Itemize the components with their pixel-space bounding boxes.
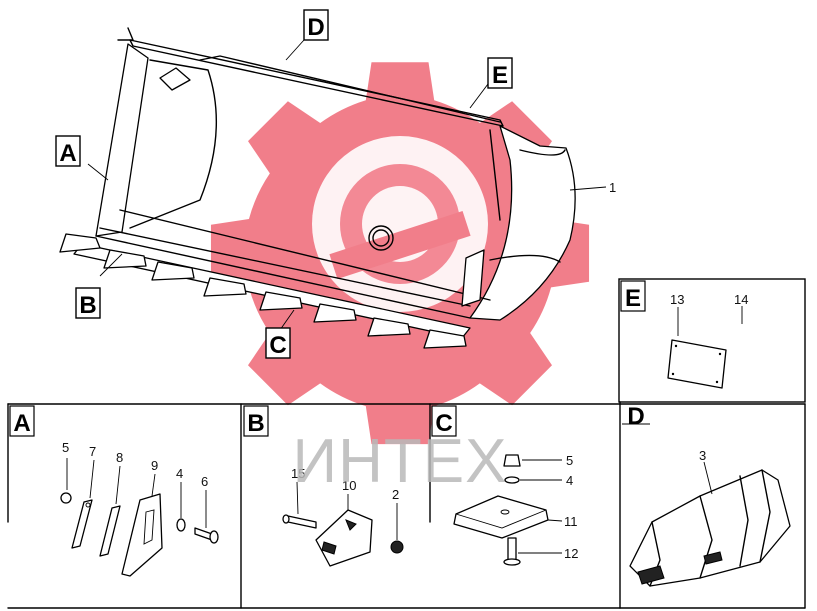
- svg-text:4: 4: [566, 473, 573, 488]
- svg-text:B: B: [79, 292, 96, 319]
- svg-text:10: 10: [342, 478, 356, 493]
- svg-text:2: 2: [392, 487, 399, 502]
- svg-text:D: D: [307, 14, 324, 41]
- svg-text:C: C: [435, 410, 452, 437]
- svg-text:3: 3: [699, 448, 706, 463]
- link-part-7: [71, 499, 93, 549]
- callout-D: D: [303, 9, 329, 41]
- svg-text:5: 5: [62, 440, 69, 455]
- watermark-text: ИНТЕХ: [293, 427, 508, 496]
- plate-part-11: [453, 495, 549, 539]
- svg-text:8: 8: [116, 450, 123, 465]
- svg-text:D: D: [627, 403, 644, 430]
- svg-text:12: 12: [564, 546, 578, 561]
- callout-B: B: [75, 287, 101, 319]
- washer-part-4: [176, 518, 186, 532]
- svg-text:7: 7: [89, 444, 96, 459]
- nut-part-5c: [503, 454, 521, 467]
- callout-A: A: [55, 135, 81, 167]
- main-callout-leaders: [87, 39, 607, 331]
- wearblock-part-9: [121, 493, 163, 577]
- svg-text:4: 4: [176, 466, 183, 481]
- svg-text:E: E: [492, 62, 508, 89]
- svg-text:14: 14: [734, 292, 748, 307]
- svg-text:E: E: [625, 285, 641, 312]
- panel-D: D 3: [622, 403, 791, 587]
- svg-text:5: 5: [566, 453, 573, 468]
- bucket-part-3: [629, 469, 791, 587]
- watermark-gear-icon: [210, 62, 590, 445]
- bucket-assembly: [59, 27, 576, 349]
- link-part-8: [99, 505, 121, 557]
- svg-text:13: 13: [670, 292, 684, 307]
- svg-text:6: 6: [201, 474, 208, 489]
- plate-part-13: [667, 339, 727, 389]
- panel-A: A 5 7 8 9 4 6: [9, 405, 219, 577]
- callout-E: E: [487, 57, 513, 89]
- panel-B: B 15 10 2: [243, 405, 404, 567]
- svg-text:A: A: [59, 140, 76, 167]
- svg-text:C: C: [269, 332, 286, 359]
- bucket-teeth: [59, 233, 467, 349]
- pin-part-15: [287, 515, 317, 529]
- svg-text:11: 11: [564, 514, 578, 529]
- nut-part-5: [60, 492, 72, 504]
- bolt-part-12: [507, 537, 517, 561]
- bottom-panels-frame: [7, 401, 806, 609]
- panel-C: C 5 4 11 12: [431, 405, 578, 566]
- panel-E: E 13 14: [618, 278, 806, 403]
- svg-text:A: A: [13, 410, 30, 437]
- washer-part-4c: [504, 476, 520, 484]
- callout-C: C: [265, 327, 291, 359]
- retainer-part-2: [390, 540, 404, 554]
- svg-text:B: B: [247, 410, 264, 437]
- svg-text:9: 9: [151, 458, 158, 473]
- svg-text:15: 15: [291, 466, 305, 481]
- tooth-part-10: [315, 509, 373, 567]
- label-part-1: 1: [609, 180, 616, 195]
